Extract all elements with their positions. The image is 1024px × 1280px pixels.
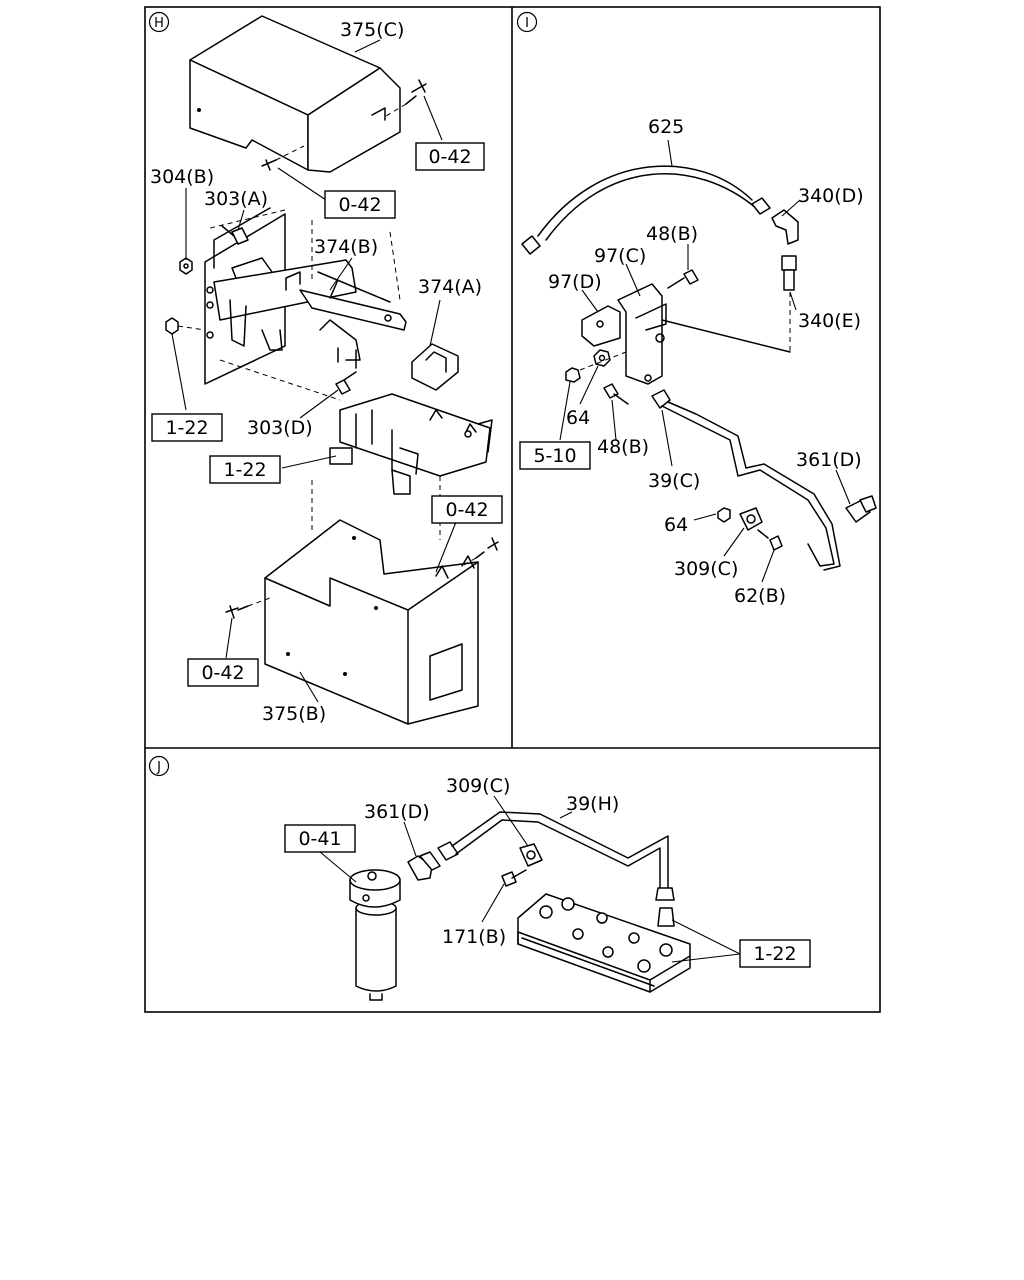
nut-122-left-drawing [165, 317, 341, 401]
connector-340e-drawing [781, 255, 797, 291]
section-marker-i: I [516, 11, 538, 33]
label-374b: 374(B) [314, 236, 378, 258]
screw-042-right-drawing [461, 537, 499, 567]
label-340d: 340(D) [798, 185, 864, 207]
svg-text:J: J [156, 760, 161, 775]
label-361d-j: 361(D) [364, 801, 430, 823]
section-i-drawing [521, 165, 877, 571]
clip-309c-drawing [739, 507, 763, 531]
ref-122-left: 1-22 [151, 413, 223, 442]
ref-042-mid: 0-42 [324, 190, 396, 219]
section-i-leaders [559, 139, 851, 583]
ref-042-right: 0-42 [431, 495, 503, 524]
svg-text:0-42: 0-42 [445, 499, 488, 521]
clip-309c-j-drawing [519, 843, 543, 867]
svg-text:1-22: 1-22 [753, 943, 796, 965]
hose-625-drawing [521, 165, 771, 255]
nut-64-upper-drawing [593, 349, 611, 367]
label-375b: 375(B) [262, 703, 326, 725]
bolt-303d-drawing [335, 371, 357, 395]
cover-375b-drawing [264, 519, 479, 725]
ref-042-bottom: 0-42 [187, 658, 259, 687]
label-39c: 39(C) [648, 470, 700, 492]
svg-text:0-41: 0-41 [298, 828, 341, 850]
label-340e: 340(E) [798, 310, 861, 332]
label-62b: 62(B) [734, 585, 786, 607]
bolt-48b-lower-drawing [603, 383, 629, 405]
label-309c-j: 309(C) [446, 775, 510, 797]
panel-frames [144, 6, 881, 1013]
nut-304b-drawing [179, 257, 193, 275]
label-64-upper: 64 [566, 407, 590, 429]
svg-text:0-42: 0-42 [338, 194, 381, 216]
label-361d: 361(D) [796, 449, 862, 471]
ref-510: 5-10 [519, 441, 591, 470]
label-304b: 304(B) [150, 166, 214, 188]
screw-042-mid-drawing [261, 145, 305, 171]
manifold-block-drawing [517, 893, 691, 993]
label-97c: 97(C) [594, 245, 646, 267]
section-h-labels: 375(C) 304(B) 303(A) 374(B) 374(A) 303(D… [150, 19, 482, 725]
label-48b-lower: 48(B) [597, 436, 649, 458]
label-171b: 171(B) [442, 926, 506, 948]
ref-122-j: 1-22 [739, 939, 811, 968]
union-361d-j-drawing [407, 851, 441, 881]
filter-housing-drawing [349, 869, 401, 1001]
bolt-62b-drawing [757, 529, 783, 551]
label-97d: 97(D) [548, 271, 602, 293]
label-374a: 374(A) [418, 276, 482, 298]
label-48b-top: 48(B) [646, 223, 698, 245]
section-h-leaders [171, 39, 457, 703]
bracket-97-drawing [581, 283, 667, 385]
bracket-assembly-drawing [204, 207, 407, 385]
label-375c: 375(C) [340, 19, 404, 41]
label-309c: 309(C) [674, 558, 738, 580]
svg-text:I: I [525, 16, 529, 31]
label-303d: 303(D) [247, 417, 313, 439]
svg-text:5-10: 5-10 [533, 445, 576, 467]
svg-text:0-42: 0-42 [428, 146, 471, 168]
svg-text:0-42: 0-42 [201, 662, 244, 684]
ref-122-mid: 1-22 [209, 455, 281, 484]
clip-374a-drawing [411, 343, 459, 391]
ref-042-top: 0-42 [415, 142, 485, 171]
label-625: 625 [648, 116, 684, 138]
svg-text:1-22: 1-22 [223, 459, 266, 481]
section-j-drawing [349, 811, 691, 1001]
lower-frame-drawing [311, 393, 493, 540]
section-marker-h: H [148, 11, 170, 33]
bolt-48b-top-drawing [667, 269, 699, 289]
cover-375c-drawing [189, 15, 401, 173]
screw-042-bottom-drawing [225, 597, 271, 619]
elbow-340d-drawing [771, 209, 799, 245]
pipe-39h-drawing [437, 811, 675, 927]
pipe-39c-drawing [651, 389, 841, 571]
section-i-labels: 625 340(D) 48(B) 97(C) 97(D) 340(E) 64 4… [548, 116, 864, 607]
label-64-lower: 64 [664, 514, 688, 536]
nut-64-lower-drawing [717, 507, 731, 523]
union-361d-drawing [845, 495, 877, 523]
bolt-171b-drawing [501, 869, 527, 887]
label-39h: 39(H) [566, 793, 619, 815]
svg-text:H: H [154, 16, 164, 31]
nut-510-drawing [565, 351, 627, 383]
section-marker-j: J [148, 755, 170, 777]
section-j-labels: 309(C) 361(D) 39(H) 171(B) [364, 775, 619, 948]
label-303a: 303(A) [204, 188, 268, 210]
section-j-leaders [319, 795, 741, 963]
section-h-drawing [165, 15, 499, 725]
ref-041: 0-41 [284, 824, 356, 853]
screw-042-top-drawing [385, 79, 427, 117]
svg-text:1-22: 1-22 [165, 417, 208, 439]
